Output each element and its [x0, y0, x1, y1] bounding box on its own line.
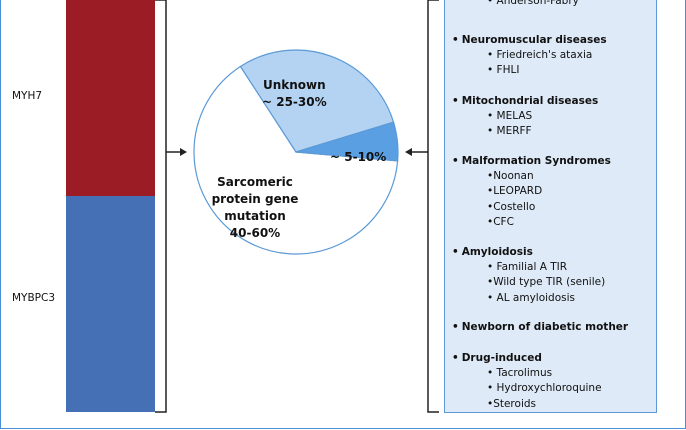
unknown-slice-value: ~ 25-30% [262, 95, 327, 109]
category-heading: •Drug-induced [452, 352, 542, 364]
bullet-icon: • [452, 95, 459, 107]
left-arrow-head [180, 148, 187, 156]
phenocopies-panel [444, 0, 657, 413]
category-heading: •Amyloidosis [452, 246, 533, 258]
bullet-icon: • [452, 352, 459, 364]
myh7-label: MYH7 [12, 90, 43, 102]
myh7-bar [66, 0, 155, 196]
pie-slice-sarcomeric [193, 65, 399, 255]
bullet-icon: • [452, 34, 459, 46]
list-item: • Anderson-Fabry [487, 0, 579, 7]
category-title: Amyloidosis [461, 246, 533, 258]
category-heading: •Malformation Syndromes [452, 155, 611, 167]
list-item: •Costello [487, 200, 536, 213]
list-item: • MELAS [487, 110, 533, 122]
list-item: •CFC [487, 215, 514, 228]
category-title: Neuromuscular diseases [461, 34, 607, 46]
list-item: • Familial A TIR [487, 261, 568, 273]
category-title: Drug-induced [461, 352, 542, 364]
list-item: • AL amyloidosis [487, 291, 575, 304]
list-item: • FHLI [487, 64, 520, 77]
sarcomeric-slice-label: Sarcomeric protein gene mutation 40-60% [200, 174, 310, 242]
category-title: Mitochondrial diseases [461, 95, 599, 107]
sarcomeric-slice-value: 40-60% [229, 226, 281, 240]
list-item: •LEOPARD [487, 185, 543, 198]
left-bracket [155, 0, 167, 413]
mybpc3-bar [66, 196, 155, 412]
list-item: •Noonan [487, 170, 534, 182]
bullet-icon: • [452, 155, 459, 167]
category-title: Malformation Syndromes [461, 155, 611, 167]
list-item: • Friedreich's ataxia [487, 49, 593, 61]
list-item: •Steroids [487, 397, 536, 410]
small-slice-label: ~ 5-10% [330, 150, 387, 164]
pie-slice-unknown [239, 49, 395, 153]
category-title: Newborn of diabetic mother [461, 321, 629, 333]
category-heading: •Neuromuscular diseases [452, 34, 607, 46]
mybpc3-label: MYBPC3 [12, 292, 56, 304]
bullet-icon: • [452, 321, 459, 333]
list-item: • Hydroxychloroquine [487, 382, 602, 395]
pie-chart [193, 49, 399, 255]
unknown-slice-title: Unknown [262, 78, 326, 92]
right-arrow-head [405, 148, 412, 156]
unknown-slice-label: Unknown ~ 25-30% [262, 77, 327, 111]
list-item: • Tacrolimus [487, 367, 553, 379]
list-item: •Wild type TIR (senile) [487, 276, 606, 289]
right-bracket [427, 0, 439, 413]
category-heading: •Mitochondrial diseases [452, 95, 598, 107]
category-heading: •Newborn of diabetic mother [452, 321, 628, 333]
pie-slice-small [295, 121, 399, 162]
bullet-icon: • [452, 246, 459, 258]
sarcomeric-slice-title: Sarcomeric protein gene mutation [211, 175, 299, 223]
list-item: • MERFF [487, 125, 532, 138]
